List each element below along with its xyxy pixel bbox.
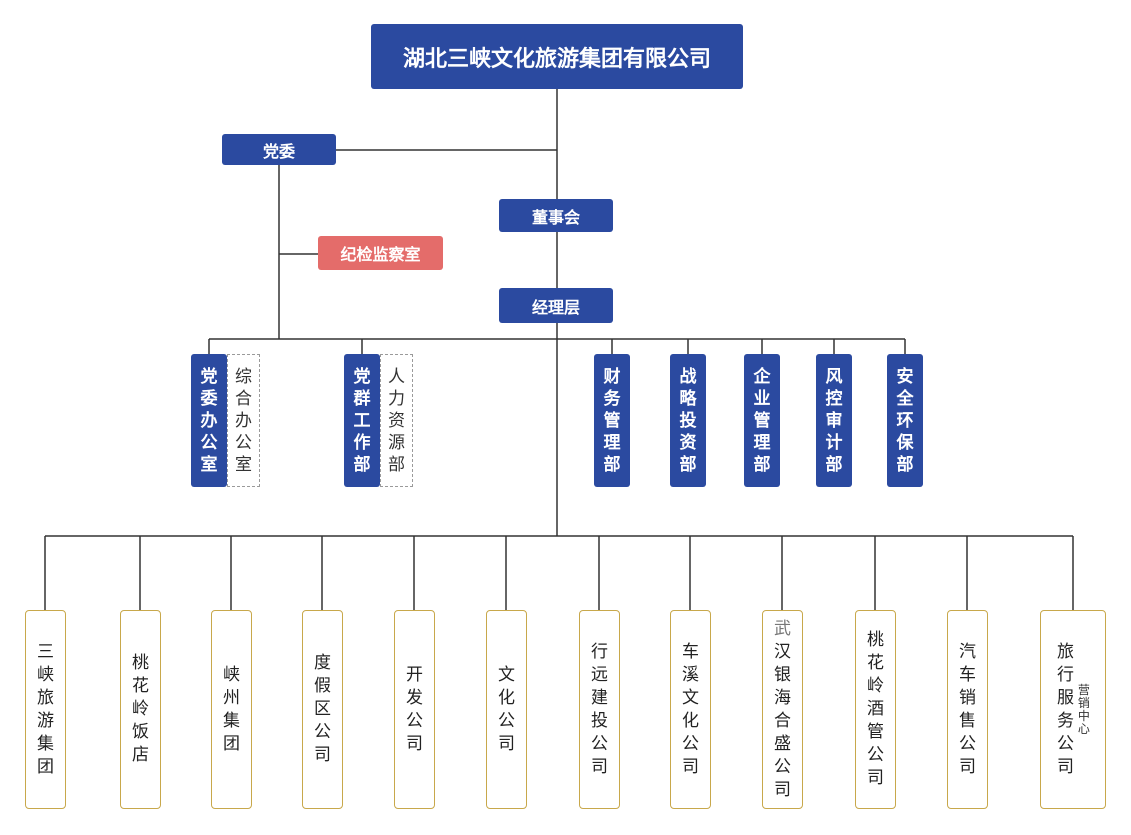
root-company-box: 湖北三峡文化旅游集团有限公司 <box>371 24 743 89</box>
subsidiary-label: 三峡旅游集团 <box>37 641 54 777</box>
dept-label: 战略投资部 <box>679 366 697 475</box>
subsidiary-label: 车溪文化公司 <box>682 641 699 777</box>
subsidiary-label: 文化公司 <box>498 664 515 754</box>
party-dept-box: 党委办公室 <box>191 354 227 487</box>
dept-box: 风控审计部 <box>816 354 852 487</box>
subsidiary-label: 度假区公司 <box>314 653 331 765</box>
subsidiary-note-label: 营销中心 <box>1077 682 1090 736</box>
subsidiary-label: 行远建投公司 <box>591 641 608 777</box>
dept-box: 安全环保部 <box>887 354 923 487</box>
party-dept-side-box: 综合办公室 <box>227 354 260 487</box>
subsidiary-label: 旅行服务公司 <box>1057 641 1074 777</box>
subsidiary-box: 三峡旅游集团 <box>25 610 66 809</box>
subsidiary-label: 桃花岭酒管公司 <box>867 630 884 788</box>
party-dept-label: 党群工作部 <box>353 366 371 475</box>
dept-box: 战略投资部 <box>670 354 706 487</box>
dept-box: 财务管理部 <box>594 354 630 487</box>
subsidiary-box: 武 汉银海合盛公司 <box>762 610 803 809</box>
management-box: 经理层 <box>499 288 613 323</box>
subsidiary-box: 旅行服务公司 营销中心 <box>1040 610 1106 809</box>
subsidiary-box: 开发公司 <box>394 610 435 809</box>
subsidiary-label: 汽车销售公司 <box>959 641 976 777</box>
dept-box: 企业管理部 <box>744 354 780 487</box>
subsidiary-label: 汉银海合盛公司 <box>774 641 791 800</box>
party-committee-box: 党委 <box>222 134 336 165</box>
board-box: 董事会 <box>499 199 613 232</box>
management-label: 经理层 <box>531 297 580 317</box>
subsidiary-label: 桃花岭饭店 <box>132 653 149 765</box>
discipline-office-box: 纪检监察室 <box>318 236 443 270</box>
party-dept-side-label: 综合办公室 <box>235 366 252 475</box>
party-dept-side-box: 人力资源部 <box>380 354 413 487</box>
subsidiary-prefix-label: 武 <box>774 618 791 639</box>
party-dept-label: 党委办公室 <box>200 366 218 475</box>
subsidiary-box: 汽车销售公司 <box>947 610 988 809</box>
subsidiary-box: 文化公司 <box>486 610 527 809</box>
subsidiary-box: 桃花岭饭店 <box>120 610 161 809</box>
subsidiary-box: 峡州集团 <box>211 610 252 809</box>
dept-label: 财务管理部 <box>603 366 621 475</box>
dept-label: 安全环保部 <box>896 366 914 475</box>
subsidiary-box: 度假区公司 <box>302 610 343 809</box>
dept-label: 风控审计部 <box>825 366 843 475</box>
party-dept-box: 党群工作部 <box>344 354 380 487</box>
subsidiary-box: 车溪文化公司 <box>670 610 711 809</box>
subsidiary-box: 桃花岭酒管公司 <box>855 610 896 809</box>
subsidiary-label: 开发公司 <box>406 664 423 754</box>
discipline-office-label: 纪检监察室 <box>340 245 421 264</box>
dept-label: 企业管理部 <box>753 366 771 475</box>
board-label: 董事会 <box>531 207 580 227</box>
subsidiary-label: 峡州集团 <box>223 664 240 754</box>
subsidiary-box: 行远建投公司 <box>579 610 620 809</box>
root-company-label: 湖北三峡文化旅游集团有限公司 <box>402 46 711 72</box>
party-dept-side-label: 人力资源部 <box>388 366 405 475</box>
party-committee-label: 党委 <box>262 141 295 161</box>
